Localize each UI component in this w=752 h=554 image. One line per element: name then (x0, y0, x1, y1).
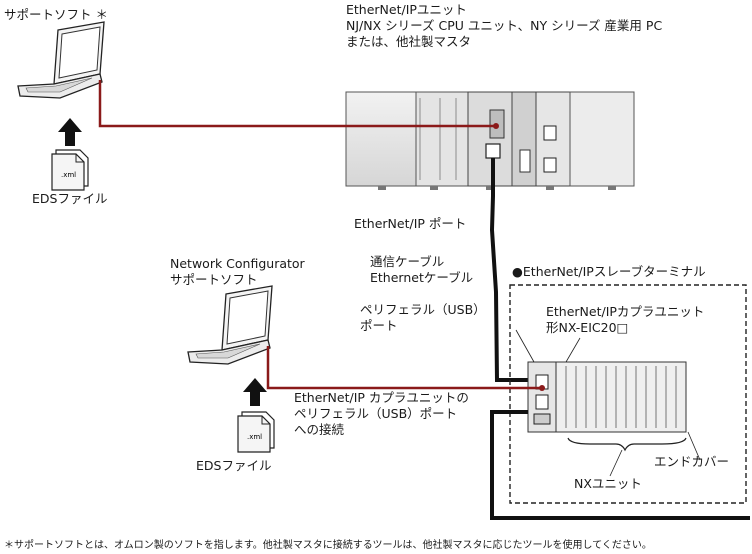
ethernet-cable (489, 158, 532, 382)
eds-file-icon: .xml (51, 149, 89, 191)
nx-unit-label: NXユニット (574, 476, 642, 491)
usb-conn-label-3: への接続 (294, 422, 345, 437)
usb-cable-top (98, 80, 496, 128)
cable-label-2: Ethernetケーブル (370, 270, 474, 285)
support-software-label: サポートソフト ＊ (4, 7, 108, 22)
eds-file-icon: .xml (237, 411, 275, 453)
arrow-up-icon (58, 118, 82, 146)
end-cover-label: エンドカバー (654, 454, 730, 469)
slave-terminal-box (509, 284, 747, 504)
ethernet-cable-out (490, 410, 750, 520)
usb-cable-bottom (266, 346, 542, 390)
coupler-label-2: 形NX-EIC20□ (546, 320, 629, 335)
footnote: ＊サポートソフトとは、オムロン製のソフトを指します。他社製マスタに接続するツール… (4, 540, 652, 551)
arrow-up-icon (243, 378, 267, 406)
usb-port-label-1: ペリフェラル（USB） (360, 302, 486, 317)
nx-unit-brace (567, 437, 687, 452)
eip-unit-alt: または、他社製マスタ (346, 34, 472, 49)
usb-conn-label-1: EtherNet/IP カプラユニットの (294, 390, 469, 405)
netconf-label-2: サポートソフト (170, 272, 258, 287)
xml-tag: .xml (61, 171, 76, 179)
xml-tag: .xml (247, 433, 262, 441)
eds-file-label-bottom: EDSファイル (196, 458, 272, 473)
coupler-label-1: EtherNet/IPカプラユニット (546, 304, 705, 319)
netconf-label-1: Network Configurator (170, 256, 305, 271)
eip-port-label: EtherNet/IP ポート (354, 216, 467, 231)
eip-unit-subtitle: NJ/NX シリーズ CPU ユニット、NY シリーズ 産業用 PC (346, 18, 663, 33)
eip-unit-title: EtherNet/IPユニット (346, 2, 467, 17)
laptop-bottom (187, 285, 273, 365)
laptop-top (17, 21, 105, 99)
controller-rack (345, 91, 635, 190)
slave-terminal-title: ●EtherNet/IPスレーブターミナル (512, 264, 706, 279)
nx-rack (527, 361, 687, 433)
usb-conn-label-2: ペリフェラル（USB）ポート (294, 406, 458, 421)
cable-label-1: 通信ケーブル (370, 254, 445, 269)
usb-port-label-2: ポート (360, 318, 398, 333)
eds-file-label-top: EDSファイル (32, 191, 108, 206)
